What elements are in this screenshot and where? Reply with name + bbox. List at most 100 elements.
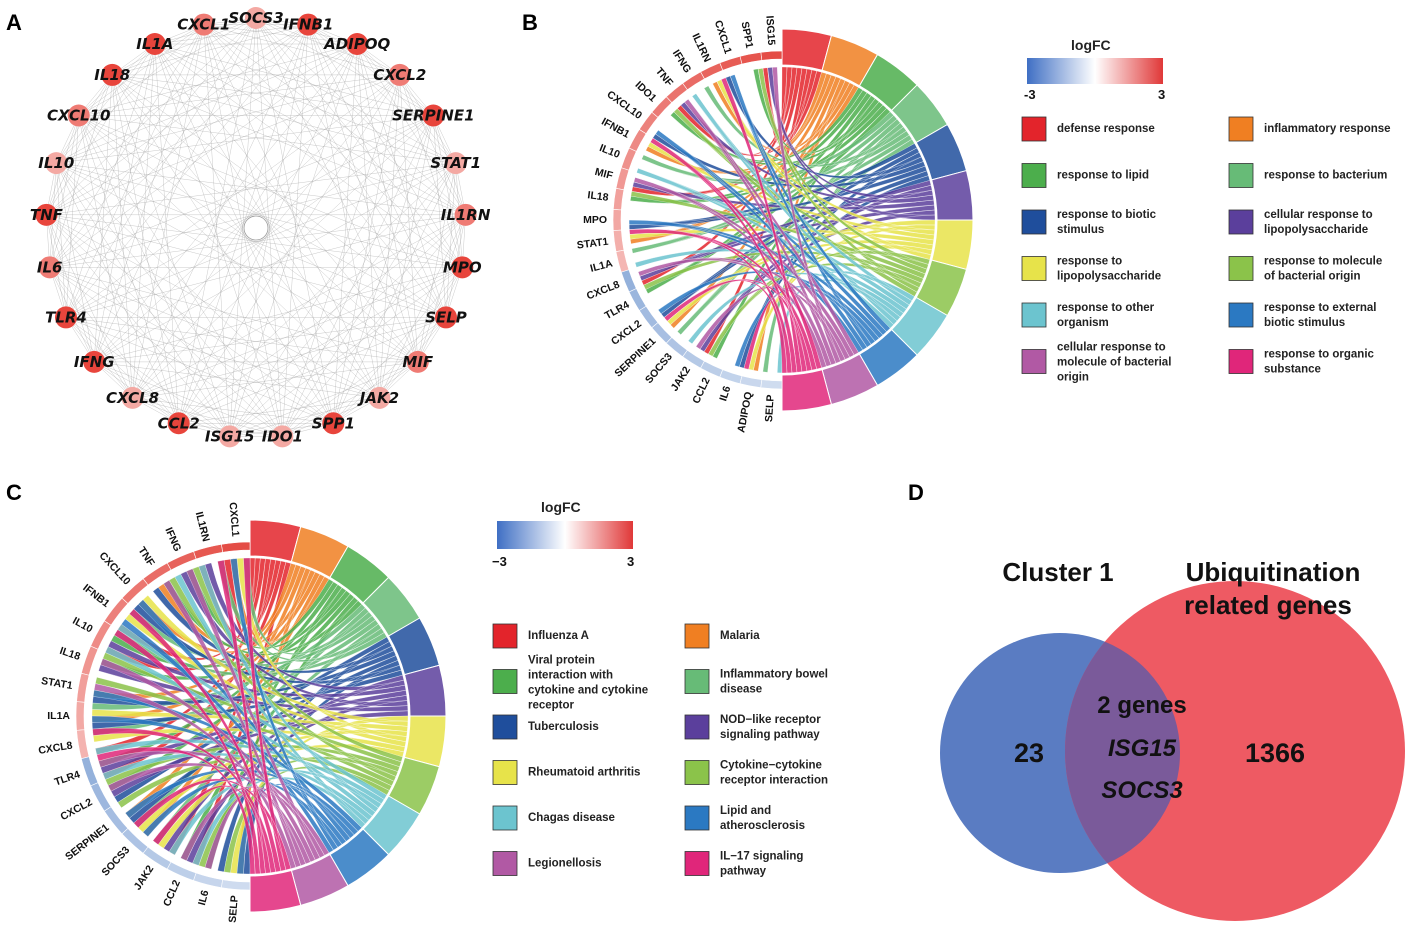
go-gene-label-cxcl1: CXCL1: [712, 19, 734, 56]
go-gene-arc-cxcl8: [620, 269, 637, 293]
go-gene-arc-ccl2: [700, 360, 724, 378]
venn-overlap-region: [1065, 641, 1181, 864]
go-gene-arc-cxcl1: [719, 55, 743, 71]
kegg-term-arc-il-17-signaling-pathway: [249, 869, 302, 913]
network-node-ido1: [271, 425, 294, 448]
kegg-gene-label-serpine1: SERPINE1: [63, 822, 111, 863]
kegg-legend-swatch-il-17-signaling-pathway: [684, 851, 710, 876]
panel-letter-d: D: [908, 480, 924, 505]
kegg-ribbons-il-17-signaling-pathway: [92, 557, 292, 875]
venn-overlap-gene-socs3: SOCS3: [1101, 777, 1183, 804]
kegg-legend-label-rheumatoid-arthritis: Rheumatoid arthritis: [528, 767, 640, 779]
kegg-gene-label-ifng: IFNG: [162, 526, 183, 554]
network-node-tlr4: [54, 306, 77, 329]
go-gene-arc-mif: [615, 167, 630, 191]
kegg-logfc-colorbar: [497, 521, 633, 549]
kegg-gene-arc-il1rn: [193, 544, 224, 560]
network-label-serpine1: SERPINE1: [392, 106, 474, 124]
network-node-ifng: [83, 350, 106, 373]
go-legend-label-response-to-bacterium: response to bacterium: [1264, 170, 1387, 182]
network-label-mif: MIF: [402, 353, 434, 371]
go-gene-arc-cxcl2: [638, 305, 659, 329]
network-label-ccl2: CCL2: [158, 414, 200, 432]
go-gene-label-il6: IL6: [717, 384, 733, 402]
kegg-gene-arc-il18: [80, 645, 99, 676]
go-gene-label-spp1: SPP1: [738, 21, 755, 50]
go-gene-arc-mpo: [612, 209, 622, 231]
kegg-gene-label-il18: IL18: [58, 645, 82, 663]
venn-left-count: 23: [1014, 738, 1044, 768]
network-node-mpo: [451, 256, 474, 279]
kegg-gene-label-il10: IL10: [70, 615, 94, 636]
go-term-arc-response-to-organic-substance: [781, 369, 833, 412]
go-ribbons-response-to-organic-substance: [629, 77, 822, 374]
kegg-chord-panel: CXCL1IL1RNIFNGTNFCXCL10IFNB1IL10IL18STAT…: [37, 502, 447, 923]
venn-circle-ubiquitination: [1065, 581, 1405, 921]
network-node-spp1: [322, 412, 345, 435]
kegg-legend-label-legionellosis: Legionellosis: [528, 858, 602, 870]
network-label-cxcl2: CXCL2: [373, 66, 426, 84]
network-node-isg15: [218, 425, 241, 448]
go-gene-arc-il1a: [615, 249, 630, 273]
kegg-legend-swatch-malaria: [684, 623, 710, 649]
go-gene-arc-isg15: [760, 50, 783, 61]
go-gene-label-mif: MIF: [594, 166, 615, 182]
panel-letter-a: A: [6, 10, 22, 35]
go-gene-arc-ifnb1: [628, 129, 647, 152]
kegg-legend-swatch-inflammatory-bowel-disease: [684, 669, 710, 694]
go-gene-label-il1rn: IL1RN: [689, 32, 713, 65]
go-gene-label-selp: SELP: [763, 394, 777, 422]
go-gene-label-socs3: SOCS3: [643, 351, 675, 386]
go-legend-swatch-response-to-bacterium: [1228, 163, 1254, 188]
kegg-chord-arcs: [75, 519, 447, 913]
go-gene-label-jak2: JAK2: [669, 364, 694, 393]
go-ribbons-defense-response: [631, 66, 822, 355]
go-gene-arc-socs3: [665, 336, 688, 358]
kegg-gene-arc-cxcl10: [121, 578, 149, 604]
kegg-gene-arc-ifng: [166, 551, 197, 571]
network-label-selp: SELP: [425, 308, 467, 326]
venn-overlap-gene-isg15: ISG15: [1108, 735, 1177, 762]
network-node-il1rn: [454, 203, 477, 226]
network-label-cxcl8: CXCL8: [106, 389, 159, 407]
panel-letter-c: C: [6, 480, 22, 505]
network-label-tnf: TNF: [30, 206, 64, 224]
go-ribbons-response-to-other-organism: [634, 93, 915, 374]
network-node-il10: [45, 152, 68, 175]
go-gene-label-cxcl10: CXCL10: [604, 88, 644, 121]
go-legend-swatch-cellular-response-to-molecule-of-bacterial-origin: [1021, 349, 1047, 374]
go-legend-swatch-response-to-biotic-stimulus: [1021, 209, 1047, 235]
kegg-ribbons-lipid-and-atherosclerosis: [91, 558, 362, 875]
network-node-jak2: [368, 386, 391, 409]
go-logfc-max: 3: [1158, 87, 1165, 102]
network-label-il10: IL10: [38, 154, 74, 172]
go-gene-arc-spp1: [739, 51, 763, 65]
go-legend-label-response-to-lipid: response to lipid: [1057, 170, 1149, 182]
network-label-isg15: ISG15: [205, 427, 255, 445]
go-gene-arc-il6: [719, 369, 743, 385]
network-label-cxcl10: CXCL10: [47, 106, 110, 124]
network-label-stat1: STAT1: [430, 154, 481, 172]
venn-right-title-line2: related genes: [1184, 590, 1352, 620]
network-label-il1rn: IL1RN: [441, 206, 491, 224]
network-node-selp: [435, 306, 458, 329]
kegg-legend-label-tuberculosis: Tuberculosis: [528, 721, 599, 733]
go-legend-label-inflammatory-response: inflammatory response: [1264, 123, 1391, 135]
go-legend-swatch-response-to-organic-substance: [1228, 349, 1254, 374]
go-gene-arc-serpine1: [651, 322, 673, 344]
go-gene-label-il1a: IL1A: [589, 257, 614, 274]
kegg-ribbons-nod-like-receptor-signaling-pathway: [98, 562, 409, 864]
kegg-gene-label-cxcl8: CXCL8: [37, 739, 73, 757]
kegg-gene-arc-cxcl2: [90, 782, 112, 812]
